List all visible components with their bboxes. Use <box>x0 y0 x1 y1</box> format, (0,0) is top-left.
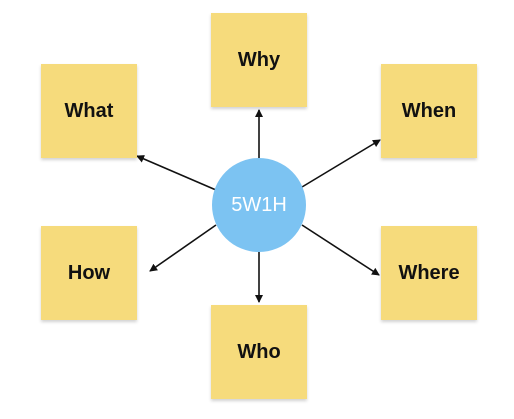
center-label: 5W1H <box>231 193 287 216</box>
note-label-how: How <box>67 261 111 284</box>
note-label-what: What <box>64 99 114 122</box>
center-circle: 5W1H <box>212 158 306 252</box>
arrow-to-where <box>301 224 380 276</box>
sticky-note-how: How <box>41 226 137 320</box>
sticky-note-where: Where <box>381 226 477 320</box>
note-label-why: Why <box>237 48 281 71</box>
note-label-when: When <box>401 99 457 122</box>
sticky-note-who: Who <box>211 305 307 399</box>
arrow-to-how <box>149 224 217 272</box>
arrow-to-what <box>136 155 217 191</box>
note-label-who: Who <box>237 340 281 363</box>
note-label-where: Where <box>398 261 460 284</box>
sticky-note-what: What <box>41 64 137 158</box>
sticky-note-why: Why <box>211 13 307 107</box>
sticky-note-when: When <box>381 64 477 158</box>
arrow-to-when <box>301 139 381 188</box>
